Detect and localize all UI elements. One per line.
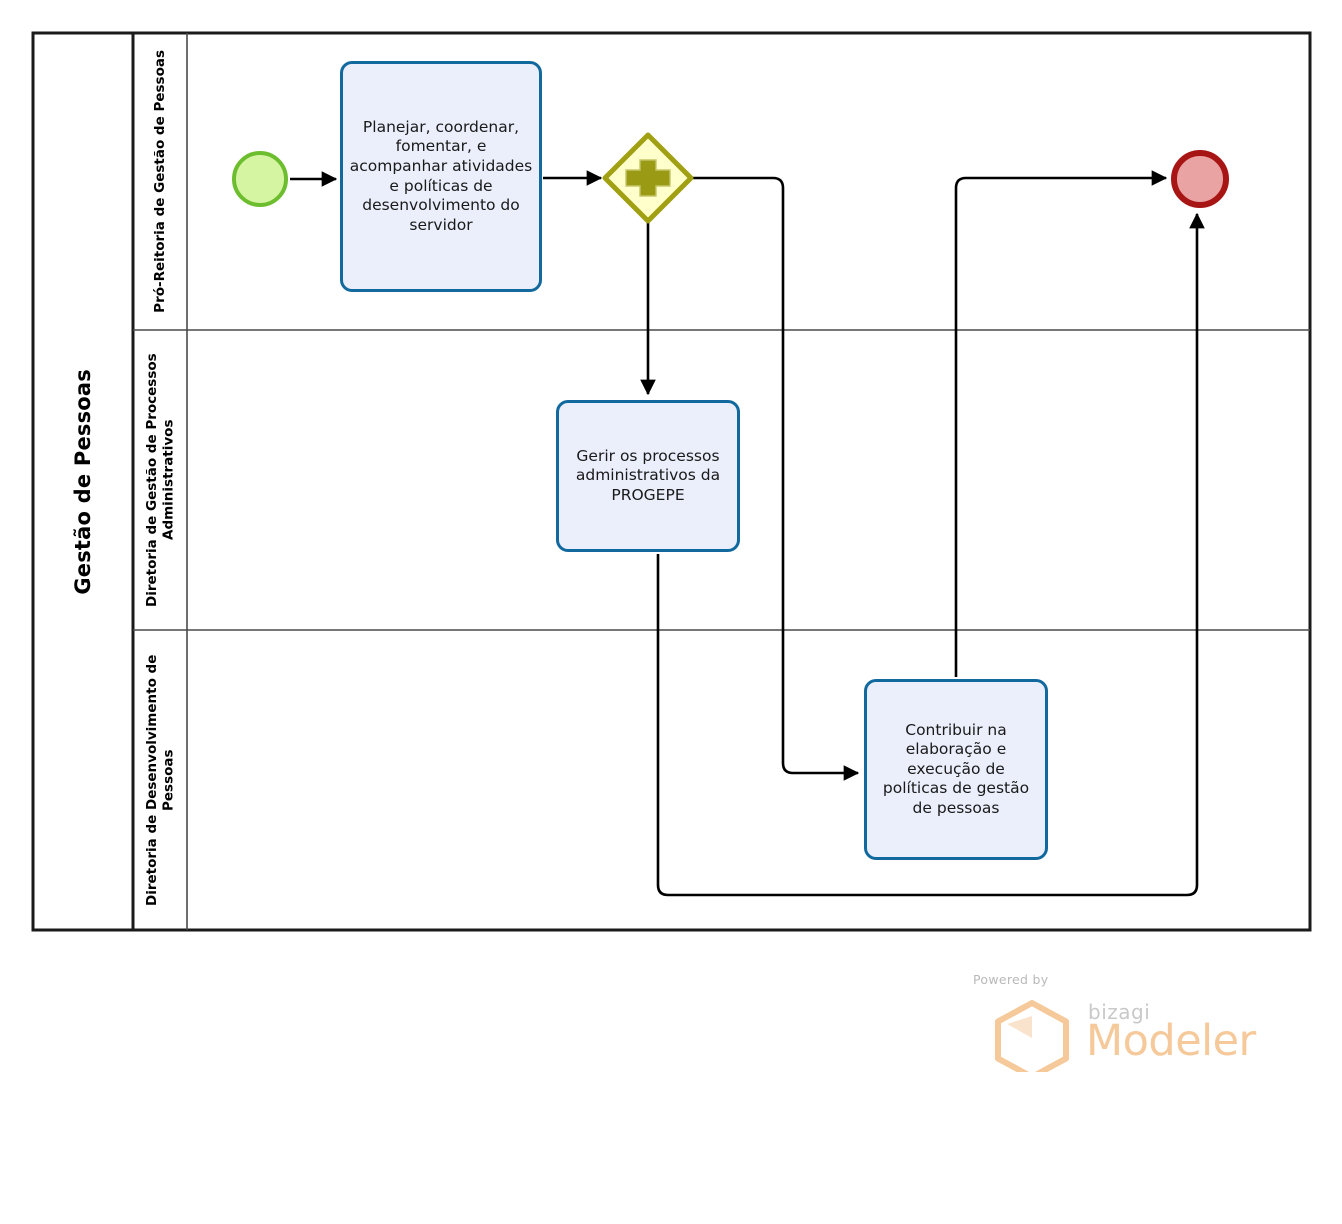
end-event[interactable] (1171, 150, 1229, 208)
flow-contribuir-to-end (954, 170, 1168, 677)
task-gerir-processos[interactable]: Gerir os processos administrativos da PR… (556, 400, 740, 552)
pool-title: Gestão de Pessoas (33, 33, 133, 930)
task-planejar[interactable]: Planejar, coordenar, fomentar, e acompan… (340, 61, 542, 292)
gateway-plus-icon (625, 159, 671, 197)
parallel-gateway[interactable] (602, 132, 694, 224)
lane-header-diretoria-processos[interactable]: Diretoria de Gestão de Processos Adminis… (134, 330, 187, 630)
task-contribuir[interactable]: Contribuir na elaboração e execução de p… (864, 679, 1048, 860)
bizagi-hexagon-icon (993, 1000, 1071, 1080)
powered-by-label: Powered by (973, 972, 1049, 987)
lane-label: Diretoria de Gestão de Processos Adminis… (144, 353, 177, 607)
task-label: Gerir os processos administrativos da PR… (575, 446, 721, 504)
pool-title-label: Gestão de Pessoas (71, 368, 95, 595)
lane-header-pro-reitoria[interactable]: Pró-Reitoria de Gestão de Pessoas (134, 33, 187, 330)
task-label: Contribuir na elaboração e execução de p… (882, 720, 1030, 817)
lane-header-diretoria-desenvolvimento[interactable]: Diretoria de Desenvolvimento de Pessoas (134, 630, 187, 930)
flow-gerir-to-end (656, 212, 1205, 897)
start-event[interactable] (232, 151, 288, 207)
task-label: Planejar, coordenar, fomentar, e acompan… (349, 117, 533, 234)
lane-label: Diretoria de Desenvolvimento de Pessoas (144, 654, 177, 906)
lane-label: Pró-Reitoria de Gestão de Pessoas (152, 50, 169, 313)
bizagi-watermark: Powered by bizagi Modeler (968, 972, 1258, 1080)
modeler-wordmark: Modeler (1086, 1016, 1256, 1066)
bizagi-wordmark: bizagi (1088, 1000, 1151, 1024)
pool-frame (31, 31, 1312, 932)
flow-gateway-to-contribuir (691, 176, 860, 781)
